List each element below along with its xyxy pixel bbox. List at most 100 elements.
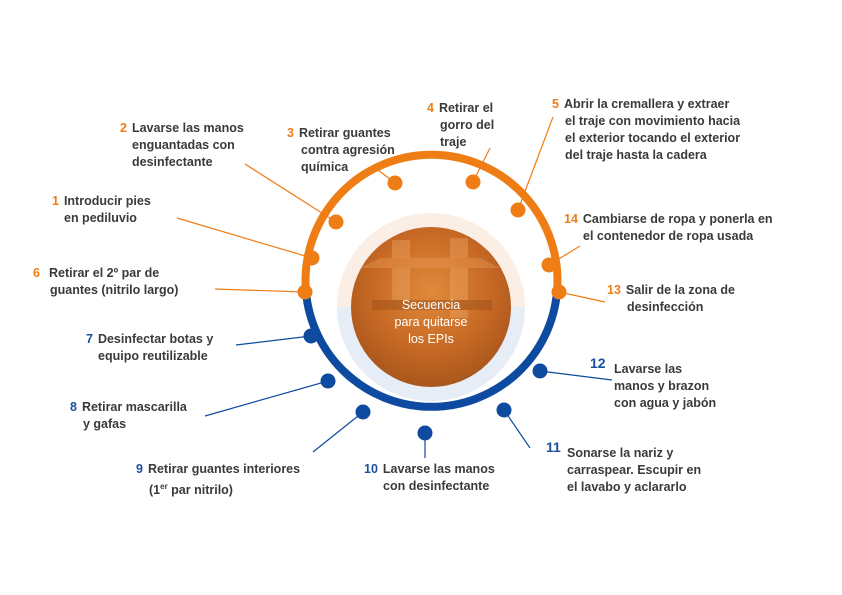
step-number-11: 11 — [546, 439, 561, 455]
center-photo — [351, 227, 511, 387]
step-text-14-line-2: el contenedor de ropa usada — [583, 229, 754, 243]
step-dot-10 — [417, 425, 433, 441]
step-text-3-line-1: Retirar guantes — [298, 126, 391, 140]
step-dot-13 — [551, 284, 567, 300]
step-text-3-line-2: contra agresión — [301, 143, 395, 157]
step-text-9-line-2a: (1 — [149, 483, 161, 498]
step-label-13: 13 Salir de la zona de desinfección — [607, 282, 735, 316]
step-text-7-line-1: Desinfectar botas y — [97, 332, 214, 346]
center-title-line-2: para quitarse — [394, 315, 468, 329]
step-label-6: 6 Retirar el 2º par de guantes (nitrilo l… — [33, 265, 179, 299]
step-text-4-line-3: traje — [440, 135, 467, 149]
step-text-9-sup: er — [160, 482, 168, 491]
step-dot-11 — [496, 402, 512, 418]
step-number-13: 13 — [607, 283, 621, 297]
step-label-8: 8 Retirar mascarilla y gafas — [70, 399, 187, 433]
step-text-9-line-1: Retirar guantes interiores — [147, 462, 301, 476]
step-dot-6 — [297, 284, 313, 300]
step-dot-8 — [320, 373, 336, 389]
step-dot-4 — [465, 174, 481, 190]
step-number-8: 8 — [70, 400, 77, 414]
step-dots — [297, 174, 567, 441]
step-text-9-line-2b: par nitrilo) — [167, 483, 233, 498]
connector-6 — [214, 288, 304, 293]
step-text-11-line-1: Sonarse la nariz y — [567, 446, 674, 460]
connector-13 — [558, 291, 606, 303]
step-text-8-line-1: Retirar mascarilla — [81, 400, 187, 414]
step-number-1: 1 — [52, 194, 59, 208]
step-text-1-line-1: Introducir pies — [63, 194, 151, 208]
step-number-4: 4 — [427, 101, 434, 115]
center-title-line-1: Secuencia — [401, 298, 461, 312]
step-text-6-line-1: Retirar el 2º par de — [49, 266, 160, 280]
step-text-2-line-2: enguantadas con — [132, 138, 235, 152]
connector-8 — [204, 380, 329, 417]
ring-orange-arc — [301, 150, 562, 293]
step-dot-1 — [304, 250, 320, 266]
step-dot-14 — [541, 257, 557, 273]
step-number-12: 12 — [590, 355, 606, 371]
step-text-4-line-2: gorro del — [440, 118, 495, 132]
step-text-8-line-2: y gafas — [83, 417, 127, 431]
step-number-5: 5 — [552, 97, 559, 111]
step-text-10-line-1: Lavarse las manos — [382, 462, 495, 476]
step-dot-3 — [387, 175, 403, 191]
ring-blue-arc — [302, 291, 561, 411]
step-label-2: 2 Lavarse las manos enguantadas con desin… — [120, 120, 244, 171]
step-text-2-line-3: desinfectante — [132, 155, 213, 169]
step-dot-9 — [355, 404, 371, 420]
step-text-6-line-2: guantes (nitrilo largo) — [50, 283, 179, 297]
step-text-5-line-3: el exterior tocando el exterior — [565, 131, 741, 145]
step-number-7: 7 — [86, 332, 93, 346]
step-label-14: 14 Cambiarse de ropa y ponerla en el cont… — [564, 211, 773, 245]
step-text-11-line-2: carraspear. Escupir en — [567, 463, 702, 477]
step-text-5-line-4: del traje hasta la cadera — [565, 148, 707, 162]
step-text-12-line-2: manos y brazon — [614, 379, 710, 393]
step-number-14: 14 — [564, 212, 578, 226]
step-label-11: 11 Sonarse la nariz y carraspear. Escupi… — [546, 439, 701, 494]
photo-shapes — [360, 238, 500, 318]
connector-1 — [176, 217, 313, 259]
center-title-line-3: los EPIs — [408, 332, 454, 346]
step-label-1: 1 Introducir pies en pediluvio — [52, 193, 151, 227]
center-title: Secuencia para quitarse los EPIs — [365, 297, 497, 348]
step-label-10: 10 Lavarse las manos con desinfectante — [364, 461, 495, 495]
connector-9 — [312, 411, 364, 453]
step-text-11-line-3: el lavabo y aclararlo — [567, 480, 687, 494]
step-label-3: 3 Retirar guantes contra agresión química — [287, 125, 395, 176]
step-dot-7 — [303, 328, 319, 344]
step-number-10: 10 — [364, 462, 378, 476]
step-text-7-line-2: equipo reutilizable — [98, 349, 208, 363]
step-number-2: 2 — [120, 121, 127, 135]
step-number-6: 6 — [33, 266, 40, 280]
step-text-1-line-2: en pediluvio — [64, 211, 137, 225]
step-text-4-line-1: Retirar el — [438, 101, 494, 115]
connector-7 — [235, 335, 312, 346]
step-number-9: 9 — [136, 462, 143, 476]
connector-11 — [503, 409, 531, 449]
step-text-5-line-1: Abrir la cremallera y extraer — [563, 97, 730, 111]
step-number-3: 3 — [287, 126, 294, 140]
step-text-10-line-2: con desinfectante — [383, 479, 490, 493]
step-dot-12 — [532, 363, 548, 379]
step-text-12-line-1: Lavarse las — [614, 362, 683, 376]
connector-12 — [539, 370, 613, 381]
step-dot-2 — [328, 214, 344, 230]
step-label-7: 7 Desinfectar botas y equipo reutilizable — [86, 331, 213, 365]
connector-5 — [517, 116, 554, 211]
step-label-5: 5 Abrir la cremallera y extraer el traje … — [552, 96, 740, 164]
step-text-13-line-1: Salir de la zona de — [625, 283, 735, 297]
step-text-3-line-3: química — [301, 160, 349, 174]
connector-2 — [244, 163, 337, 223]
step-text-14-line-1: Cambiarse de ropa y ponerla en — [582, 212, 773, 226]
step-text-5-line-2: el traje con movimiento hacia — [565, 114, 741, 128]
step-text-2-line-1: Lavarse las manos — [131, 121, 244, 135]
step-dot-5 — [510, 202, 526, 218]
connector-lines — [176, 116, 613, 458]
step-label-4: 4 Retirar el gorro del traje — [427, 100, 494, 151]
step-text-9-line-2: (1er par nitrilo) — [136, 478, 300, 499]
step-text-13-line-2: desinfección — [627, 300, 704, 314]
step-label-12: 12 Lavarse las manos y brazon con agua y… — [590, 355, 716, 410]
step-label-9: 9 Retirar guantes interiores (1er par nit… — [136, 461, 300, 499]
